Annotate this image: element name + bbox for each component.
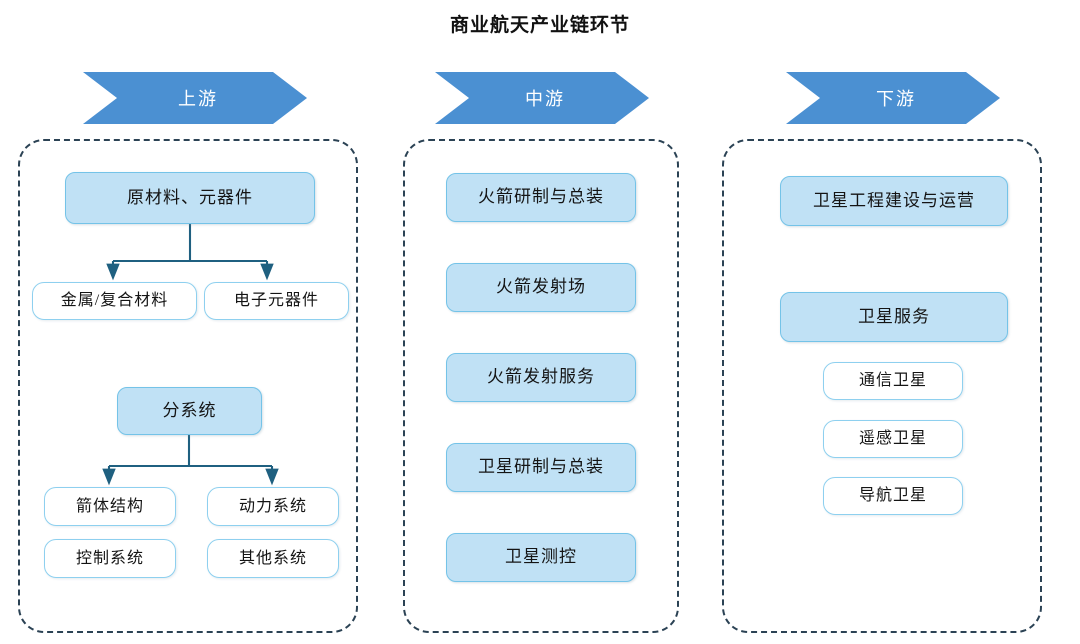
stage-banner-downstream-label: 下游 xyxy=(876,89,916,109)
node-control-system[interactable]: 控制系统 xyxy=(44,539,176,578)
node-comm-satellite[interactable]: 通信卫星 xyxy=(823,362,963,400)
node-launch-service[interactable]: 火箭发射服务 xyxy=(446,353,636,402)
group-container-midstream xyxy=(403,139,679,633)
page-title: 商业航天产业链环节 xyxy=(449,15,630,36)
stage-banner-upstream-label: 上游 xyxy=(178,89,218,109)
node-satellite-development[interactable]: 卫星研制与总装 xyxy=(446,443,636,492)
node-rocket-body[interactable]: 箭体结构 xyxy=(44,487,176,526)
node-rocket-development[interactable]: 火箭研制与总装 xyxy=(446,173,636,222)
stage-banner-midstream-label: 中游 xyxy=(525,89,565,109)
stage-banner-upstream: 上游 xyxy=(83,72,307,124)
node-remote-sensing-satellite[interactable]: 遥感卫星 xyxy=(823,420,963,458)
node-subsystem[interactable]: 分系统 xyxy=(117,387,262,435)
node-other-system[interactable]: 其他系统 xyxy=(207,539,339,578)
node-metal-composite[interactable]: 金属/复合材料 xyxy=(32,282,197,320)
node-satellite-service[interactable]: 卫星服务 xyxy=(780,292,1008,342)
node-launch-site[interactable]: 火箭发射场 xyxy=(446,263,636,312)
group-container-upstream xyxy=(18,139,358,633)
node-power-system[interactable]: 动力系统 xyxy=(207,487,339,526)
node-satellite-tracking[interactable]: 卫星测控 xyxy=(446,533,636,582)
node-nav-satellite[interactable]: 导航卫星 xyxy=(823,477,963,515)
node-electronic-parts[interactable]: 电子元器件 xyxy=(204,282,349,320)
stage-banner-downstream: 下游 xyxy=(786,72,1000,124)
stage-banner-midstream: 中游 xyxy=(435,72,649,124)
group-container-downstream xyxy=(722,139,1042,633)
node-satellite-engineering[interactable]: 卫星工程建设与运营 xyxy=(780,176,1008,226)
node-raw-materials[interactable]: 原材料、元器件 xyxy=(65,172,315,224)
